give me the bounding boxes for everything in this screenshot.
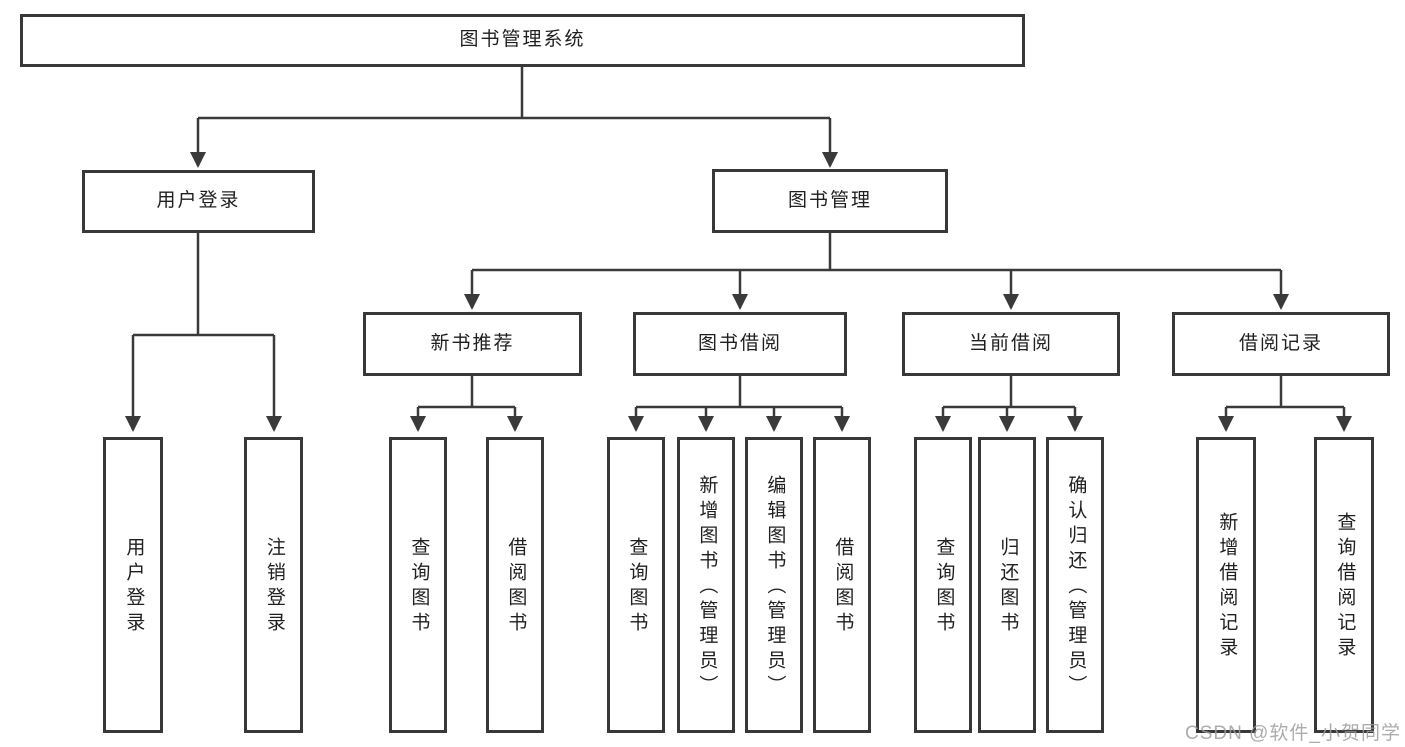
leaf-user-login: 用户登录 <box>103 437 163 733</box>
node-book-borrowing: 图书借阅 <box>633 312 847 376</box>
node-current-borrowing: 当前借阅 <box>902 312 1120 376</box>
leaf-logout: 注销登录 <box>244 437 303 733</box>
node-borrow-records: 借阅记录 <box>1172 312 1390 376</box>
leaf-add-borrow-record: 新增借阅记录 <box>1196 437 1256 733</box>
leaf-edit-books-admin: 编辑图书（管理员） <box>745 437 803 733</box>
leaf-search-borrow-record: 查询借阅记录 <box>1314 437 1374 733</box>
leaf-confirm-return-admin: 确认归还（管理员） <box>1046 437 1104 733</box>
leaf-add-books-admin: 新增图书（管理员） <box>677 437 735 733</box>
node-root: 图书管理系统 <box>20 14 1025 67</box>
leaf-borrow-books-1: 借阅图书 <box>486 437 544 733</box>
node-book-management: 图书管理 <box>712 169 948 233</box>
leaf-return-books: 归还图书 <box>978 437 1036 733</box>
node-new-book-recommendation: 新书推荐 <box>363 312 582 376</box>
leaf-borrow-books-2: 借阅图书 <box>813 437 871 733</box>
leaf-search-books-3: 查询图书 <box>914 437 972 733</box>
node-user-login: 用户登录 <box>82 170 315 233</box>
leaf-search-books-2: 查询图书 <box>607 437 665 733</box>
watermark-text: CSDN @软件_小贺同学 <box>1185 723 1401 744</box>
leaf-search-books-1: 查询图书 <box>389 437 447 733</box>
